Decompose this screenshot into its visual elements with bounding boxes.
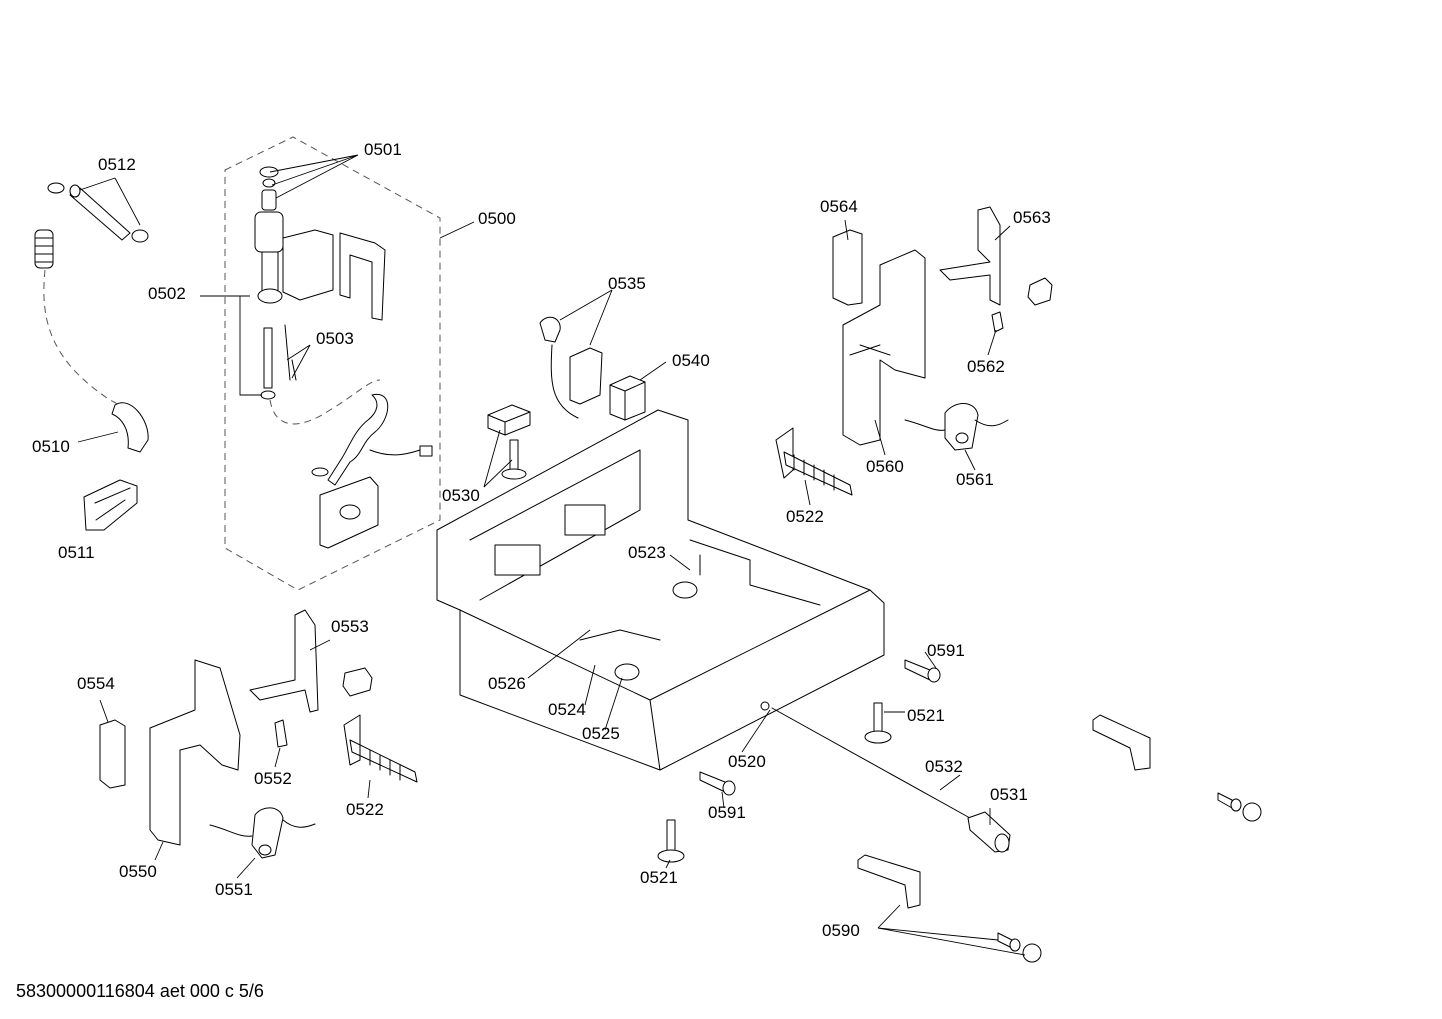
label-0530: 0530 <box>442 486 480 505</box>
part-0531-knob <box>967 811 1011 853</box>
label-0526: 0526 <box>488 674 526 693</box>
part-coiled-hose <box>311 394 433 549</box>
part-0552-clip <box>274 719 288 748</box>
part-side-rail <box>1092 714 1151 771</box>
part-0502-valve <box>254 166 386 425</box>
label-0551: 0551 <box>215 880 253 899</box>
part-0590-rail <box>857 854 921 909</box>
part-0591-screw-a <box>904 659 941 683</box>
label-0564: 0564 <box>820 197 858 216</box>
label-0500: 0500 <box>478 209 516 228</box>
part-labels: 0501 0500 0512 0502 0503 0510 0511 0535 … <box>32 140 1051 940</box>
part-0554-bracket <box>99 719 126 789</box>
label-0562: 0562 <box>967 357 1005 376</box>
label-0553: 0553 <box>331 617 369 636</box>
part-0521-foot-b <box>657 819 685 863</box>
part-0553-bracket <box>249 609 373 713</box>
part-0510-hose <box>34 229 149 453</box>
label-0510: 0510 <box>32 437 70 456</box>
part-0511-bracket <box>83 479 138 531</box>
part-0551-sensor <box>209 807 316 859</box>
label-0563: 0563 <box>1013 208 1051 227</box>
leader-lines <box>77 154 1026 956</box>
label-0535: 0535 <box>608 274 646 293</box>
part-0564-clip <box>832 229 863 306</box>
label-0525: 0525 <box>582 724 620 743</box>
part-0520-base <box>436 409 885 771</box>
label-0501: 0501 <box>364 140 402 159</box>
label-0591-b: 0591 <box>708 803 746 822</box>
part-0530-block <box>487 404 531 480</box>
part-0522-spring-a <box>775 427 853 496</box>
label-0521-b: 0521 <box>640 868 678 887</box>
part-0521-foot-a <box>864 702 892 744</box>
part-0591-screw-b <box>699 771 736 796</box>
label-0502: 0502 <box>148 284 186 303</box>
part-0560-bracket <box>842 249 926 446</box>
label-0554: 0554 <box>77 674 115 693</box>
label-0523: 0523 <box>628 543 666 562</box>
part-0563-bracket <box>939 206 1053 306</box>
label-0520: 0520 <box>728 752 766 771</box>
label-0524: 0524 <box>548 700 586 719</box>
part-0540-box <box>609 375 646 421</box>
document-id-footer: 58300000116804 aet 000 c 5/6 <box>16 981 264 1001</box>
label-0550: 0550 <box>119 862 157 881</box>
part-0561-sensor <box>904 403 1009 451</box>
label-0512: 0512 <box>98 155 136 174</box>
label-0552: 0552 <box>254 769 292 788</box>
part-0590-screw-cap <box>997 932 1042 963</box>
part-0535-cable <box>539 316 603 419</box>
label-0590: 0590 <box>822 921 860 940</box>
label-0561: 0561 <box>956 470 994 489</box>
part-0562-clip <box>991 311 1004 333</box>
part-0550-bracket <box>149 659 241 846</box>
label-0511: 0511 <box>58 543 95 562</box>
part-0522-spring-b <box>343 714 418 783</box>
label-0521-a: 0521 <box>907 706 945 725</box>
label-0532: 0532 <box>925 757 963 776</box>
label-0540: 0540 <box>672 351 710 370</box>
label-0531: 0531 <box>990 785 1028 804</box>
label-0591-a: 0591 <box>927 641 965 660</box>
label-0560: 0560 <box>866 457 904 476</box>
label-0522-a: 0522 <box>786 507 824 526</box>
assembly-0500-outline <box>224 136 441 591</box>
label-0503: 0503 <box>316 329 354 348</box>
label-0522-b: 0522 <box>346 800 384 819</box>
part-screw-cap-right <box>1217 792 1262 822</box>
part-0532-rod <box>771 707 971 819</box>
part-0512-pipe <box>47 182 149 243</box>
